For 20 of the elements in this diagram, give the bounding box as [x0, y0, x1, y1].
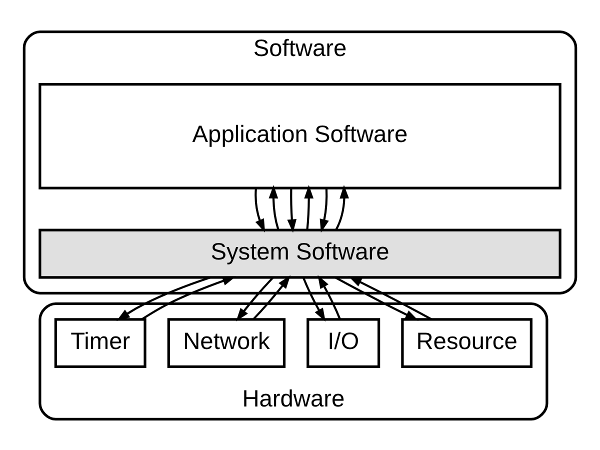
arrow	[116, 276, 211, 321]
arrow	[335, 184, 349, 230]
arrow	[287, 188, 297, 232]
arrow	[236, 276, 274, 321]
arrow	[268, 184, 280, 230]
arrow	[348, 276, 432, 320]
arrow	[253, 274, 291, 320]
arrow	[141, 276, 236, 320]
node-box: Timer	[54, 318, 146, 368]
arrow	[335, 276, 419, 320]
arrow	[318, 274, 341, 319]
arrow	[302, 276, 326, 322]
node-box: Application Software	[38, 82, 562, 189]
node-box: I/O	[306, 318, 380, 368]
node-box: Network	[167, 318, 286, 368]
arrow	[304, 184, 314, 230]
node-box: System Software	[38, 228, 562, 278]
node-box: Resource	[401, 318, 532, 368]
arrow	[254, 188, 266, 232]
arrow	[320, 188, 329, 232]
